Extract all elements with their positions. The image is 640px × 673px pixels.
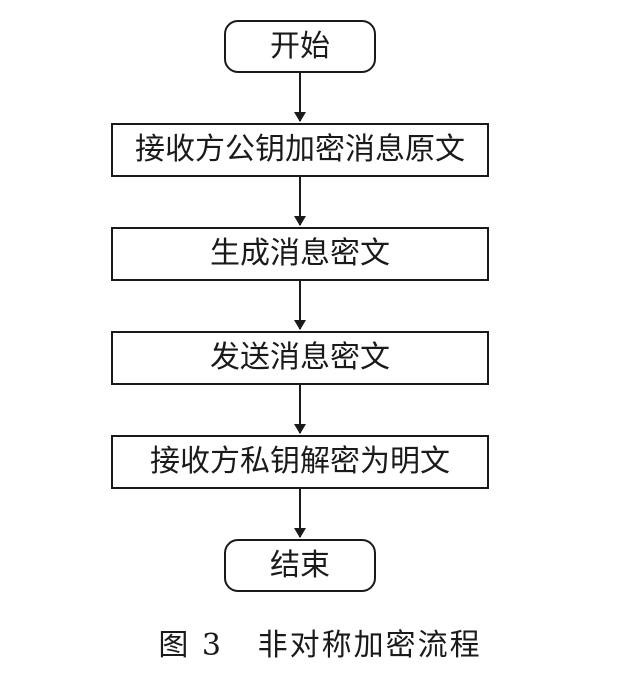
end-node: 结束 [224,539,376,592]
decrypt-step-node: 接收方私钥解密为明文 [111,435,489,489]
figure-caption: 图 3 非对称加密流程 [0,620,640,664]
end-node-label: 结束 [270,547,330,583]
encrypt-step-label: 接收方公钥加密消息原文 [135,132,465,167]
generate-ciphertext-node: 生成消息密文 [111,227,489,281]
start-node: 开始 [224,20,376,73]
encrypt-step-node: 接收方公钥加密消息原文 [111,123,489,177]
generate-ciphertext-label: 生成消息密文 [210,236,390,271]
figure-title: 非对称加密流程 [257,628,482,663]
send-ciphertext-node: 发送消息密文 [111,331,489,385]
send-ciphertext-label: 发送消息密文 [210,340,390,375]
figure-number: 图 3 [158,628,223,663]
decrypt-step-label: 接收方私钥解密为明文 [150,444,450,479]
start-node-label: 开始 [270,28,330,64]
